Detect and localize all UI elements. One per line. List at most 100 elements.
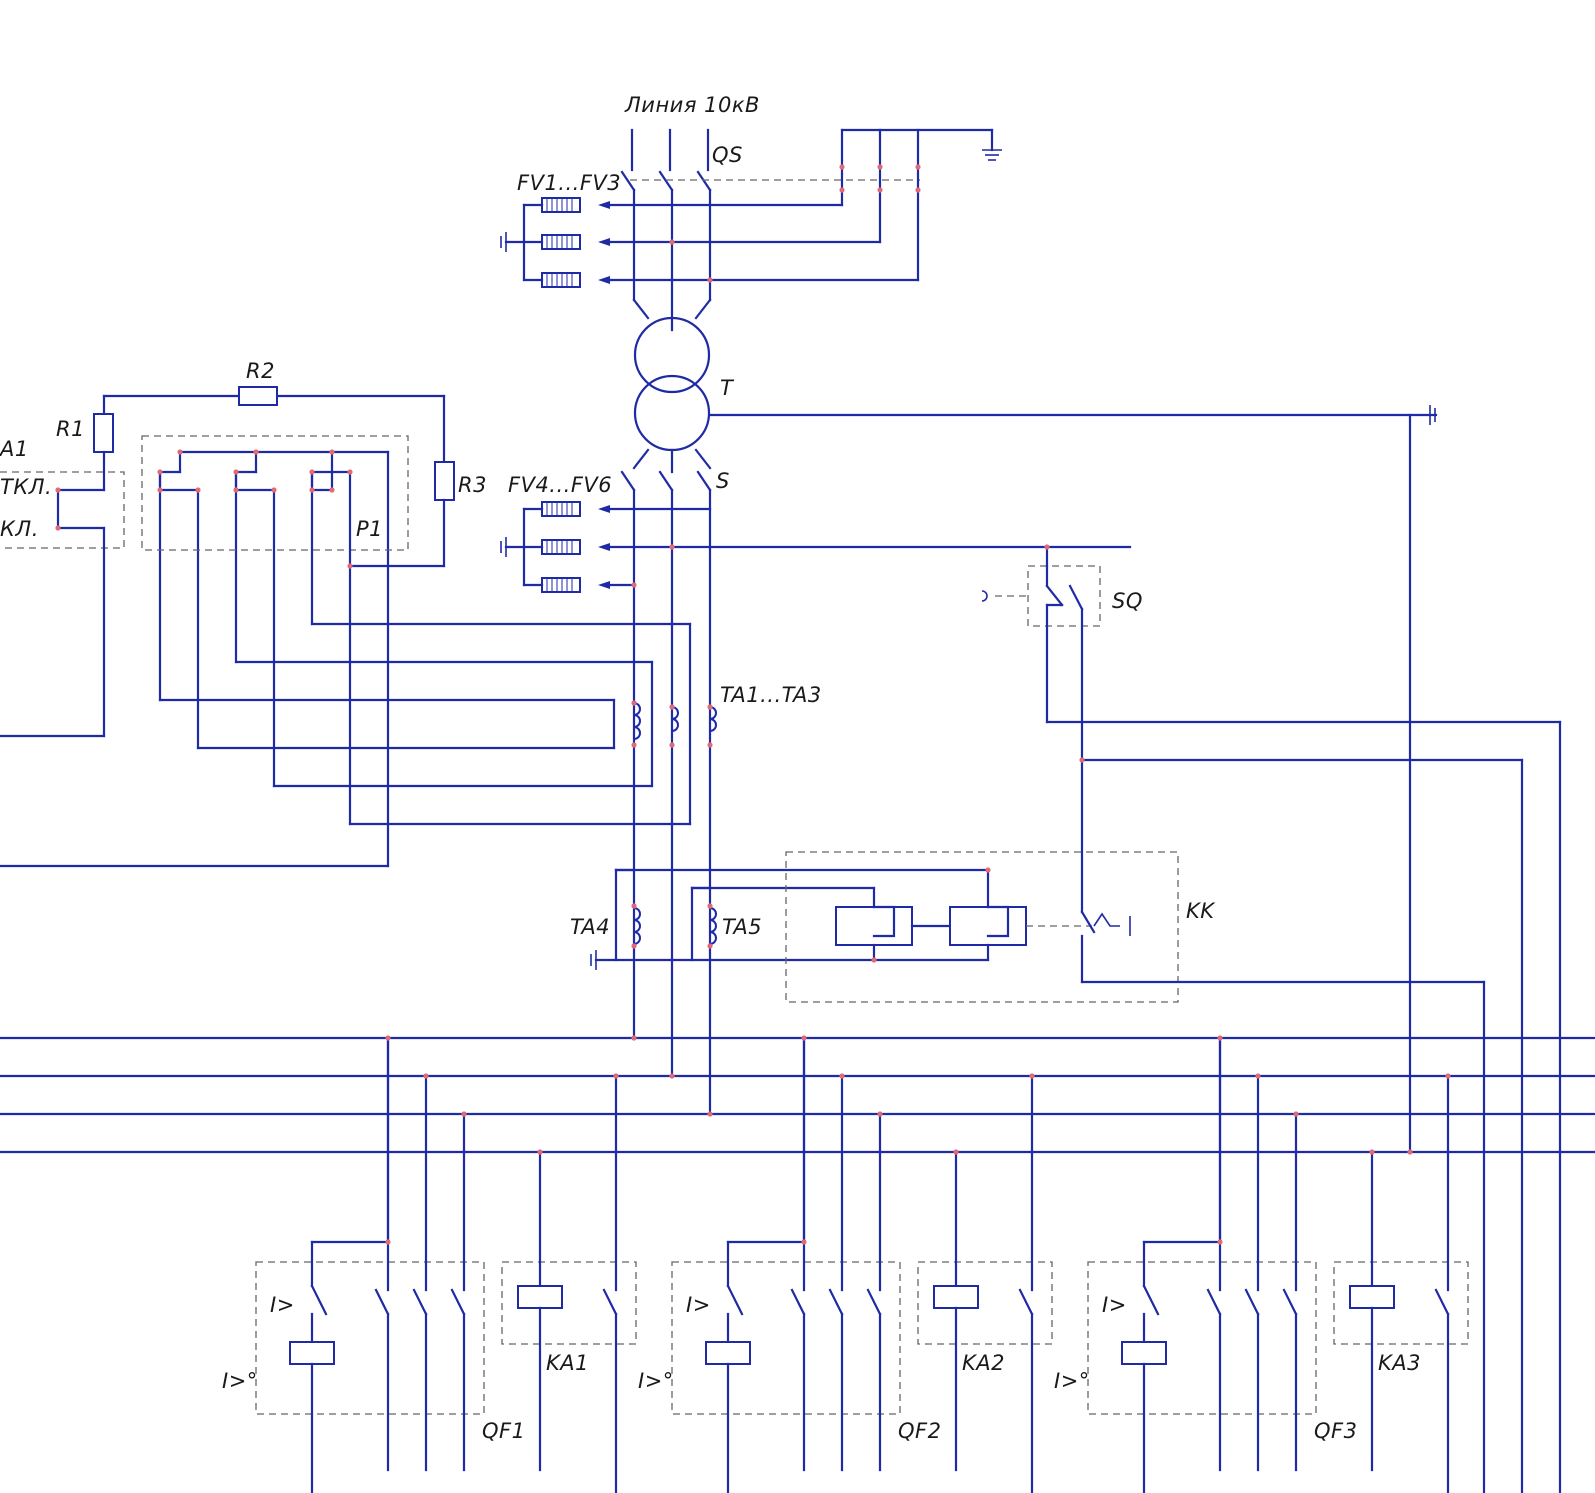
power-transformer	[632, 316, 1438, 474]
junction-dot	[631, 742, 637, 748]
junction-dot	[985, 867, 991, 873]
junction-dot	[613, 1073, 619, 1079]
control-block-a1	[0, 471, 125, 738]
junction-dot	[839, 164, 845, 170]
junction-dot	[329, 487, 335, 493]
ta4-label: TA4	[570, 915, 610, 939]
ct-secondary-wires	[0, 450, 692, 868]
ka3-label: KA3	[1378, 1351, 1421, 1375]
junction-dot	[177, 449, 183, 455]
junction-dot	[55, 525, 61, 531]
junction-dot	[157, 487, 163, 493]
junction-dot	[631, 903, 637, 909]
lv-switch-s	[620, 470, 712, 492]
junction-dot	[385, 1035, 391, 1041]
junction-dot	[631, 1035, 637, 1041]
junction-dot	[1079, 757, 1085, 763]
ta5-label: TA5	[722, 915, 762, 939]
junction-dot	[461, 1111, 467, 1117]
trip-coil	[705, 1341, 751, 1365]
kk-label: KK	[1186, 899, 1216, 923]
thermal-relay-kk	[785, 758, 1486, 1493]
sq-label: SQ	[1112, 589, 1143, 613]
junction-dot	[1445, 1073, 1451, 1079]
junction-dot	[1293, 1111, 1299, 1117]
arresters-fv1-fv3	[500, 197, 581, 288]
hv-line-input	[630, 128, 710, 172]
qf1-label: QF1	[482, 1419, 525, 1443]
junction-dot	[871, 957, 877, 963]
hv-phase-wires	[632, 188, 712, 332]
junction-dot	[1217, 1239, 1223, 1245]
a1-label: A1	[0, 437, 29, 461]
junction-dots	[55, 164, 1451, 1245]
junction-dot	[233, 469, 239, 475]
junction-dot	[839, 1073, 845, 1079]
trip-coil	[289, 1341, 335, 1365]
junction-dot	[877, 187, 883, 193]
junction-dot	[309, 469, 315, 475]
junction-dot	[233, 487, 239, 493]
junction-dot	[669, 742, 675, 748]
lv-phase-wires	[632, 488, 712, 1116]
overcurrent-label: I>	[270, 1293, 295, 1317]
junction-dot	[55, 487, 61, 493]
relay-coil	[517, 1285, 563, 1309]
disconnector-qs	[620, 170, 920, 192]
overcurrent-release-label: I>°	[638, 1369, 674, 1393]
qs-label: QS	[712, 143, 743, 167]
junction-dot	[801, 1239, 807, 1245]
limit-switch-sq	[981, 545, 1562, 1493]
junction-dot	[801, 1035, 807, 1041]
breaker-frame	[671, 1261, 901, 1415]
breaker-frame	[255, 1261, 485, 1415]
r2-label: R2	[246, 359, 275, 383]
junction-dot	[271, 487, 277, 493]
fv4-fv6-label: FV4...FV6	[508, 473, 612, 497]
otkl-label: ТКЛ.	[0, 475, 52, 499]
ka2-label: KA2	[962, 1351, 1005, 1375]
current-transformers-ta4-ta5	[590, 868, 990, 970]
p1-label: P1	[356, 517, 383, 541]
junction-dot	[1029, 1073, 1035, 1079]
junction-dot	[1255, 1073, 1261, 1079]
junction-dot	[877, 164, 883, 170]
junction-dot	[253, 449, 259, 455]
junction-dot	[1044, 544, 1050, 550]
junction-dot	[385, 1239, 391, 1245]
junction-dot	[915, 164, 921, 170]
junction-dot	[707, 704, 713, 710]
junction-dot	[669, 1073, 675, 1079]
junction-dot	[877, 1111, 883, 1117]
r1-label: R1	[56, 417, 85, 441]
arresters-fv4-fv6	[500, 501, 1132, 593]
junction-dot	[329, 449, 335, 455]
junction-dot	[1369, 1149, 1375, 1155]
junction-dot	[631, 582, 637, 588]
junction-dot	[953, 1149, 959, 1155]
breaker-frame	[1087, 1261, 1317, 1415]
junction-dot	[157, 469, 163, 475]
junction-dot	[1217, 1035, 1223, 1041]
resistor-network	[93, 386, 455, 568]
busbars	[0, 1036, 1595, 1154]
junction-dot	[915, 187, 921, 193]
junction-dot	[669, 704, 675, 710]
junction-dot	[347, 563, 353, 569]
current-transformers-ta1-ta3	[633, 702, 717, 740]
relay-p1	[141, 435, 409, 568]
qf2-label: QF2	[898, 1419, 941, 1443]
earthing-switch	[598, 128, 1002, 284]
junction-dot	[1407, 1149, 1413, 1155]
junction-dot	[631, 943, 637, 949]
current-relay-frame	[501, 1261, 637, 1345]
junction-dot	[707, 277, 713, 283]
fv1-fv3-label: FV1...FV3	[517, 171, 621, 195]
ka1-label: KA1	[546, 1351, 589, 1375]
junction-dot	[669, 239, 675, 245]
